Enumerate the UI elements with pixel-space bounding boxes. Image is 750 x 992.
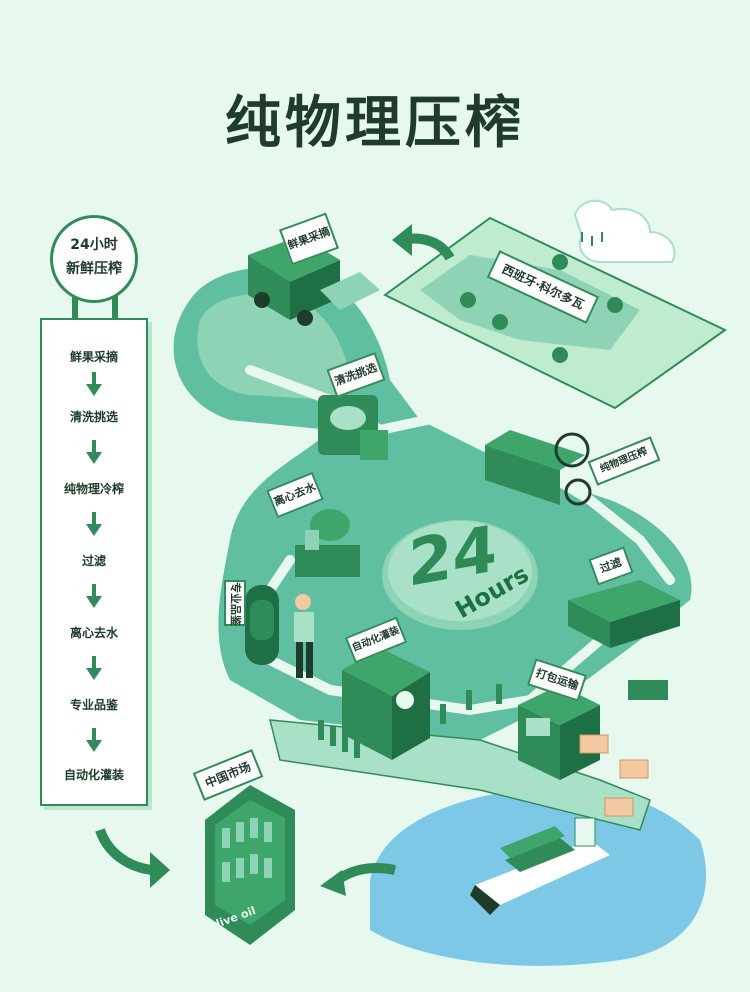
badge-line1: 24小时 (70, 237, 118, 253)
arrow-down-icon (86, 584, 102, 608)
process-step: 自动化灌装 (63, 768, 124, 782)
arrow-down-icon (86, 512, 102, 536)
process-step: 纯物理冷榨 (63, 482, 124, 496)
arrow-down-icon (86, 656, 102, 680)
badge-post-right (112, 296, 118, 320)
badge-post-left (72, 296, 78, 320)
badge-line2: 新鲜压榨 (66, 261, 122, 277)
process-step: 鲜果采摘 (69, 350, 118, 364)
cardboard-box-icon (579, 734, 649, 817)
arrow-down-icon (86, 372, 102, 396)
process-step: 专业品鉴 (69, 698, 118, 712)
arrow-down-icon (86, 728, 102, 752)
market-shelf (205, 785, 295, 945)
lower-walkway (269, 719, 651, 831)
press-machine (485, 430, 592, 506)
arrow-down-icon (86, 440, 102, 464)
olive-oil-bottles (318, 684, 502, 758)
world-map-land (420, 255, 640, 350)
centrifuge-machine (295, 509, 360, 577)
person-icon (294, 594, 314, 678)
process-step: 离心去水 (69, 626, 118, 640)
page-title: 纯物理压榨 (225, 91, 525, 156)
packing-machine (518, 685, 600, 780)
wash-machine (318, 395, 388, 460)
olive-crate (628, 680, 668, 700)
ship-icon (470, 817, 610, 915)
tasting-tank (245, 585, 279, 665)
process-step: 过滤 (81, 554, 106, 568)
fresh-press-badge: 24小时 新鲜压榨 (50, 215, 138, 303)
map-trees-icon (460, 254, 623, 363)
sign-taste: 专业品鉴 (224, 580, 246, 626)
arrow-to-market-icon (95, 828, 156, 875)
process-step: 清洗挑选 (69, 410, 118, 424)
filter-machine (568, 580, 680, 648)
process-steps-panel: 鲜果采摘 清洗挑选 纯物理冷榨 过滤 离心去水 专业品鉴 自动化灌装 (40, 318, 148, 806)
filling-machine (342, 648, 430, 760)
cloud-rain-icon (573, 199, 676, 263)
